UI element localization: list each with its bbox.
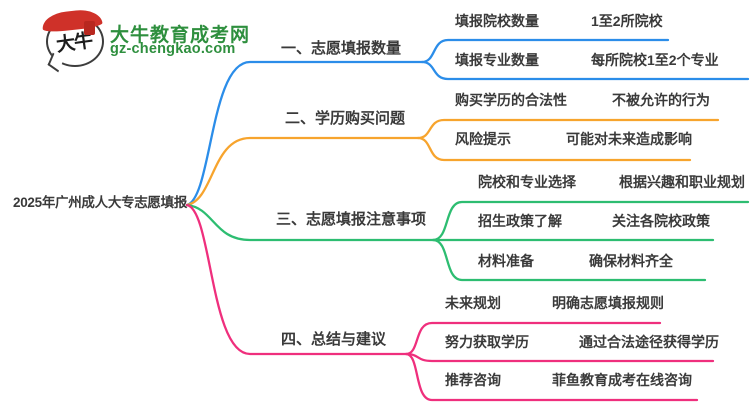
branch-4-label: 四、总结与建议 xyxy=(281,331,387,348)
node-label: 院校和专业选择 xyxy=(478,174,576,190)
node-value: 菲鱼教育成考在线咨询 xyxy=(552,372,692,388)
branch-4-child-1-line xyxy=(404,321,662,356)
node-label: 未来规划 xyxy=(445,295,501,311)
branch-1-label: 一、志愿填报数量 xyxy=(281,40,402,57)
branch-3-child-1-line xyxy=(431,200,750,242)
node-label: 风险提示 xyxy=(455,131,511,147)
branch-4-child-2-line xyxy=(404,352,715,363)
node-value: 明确志愿填报规则 xyxy=(552,295,664,311)
node-label: 招生政策了解 xyxy=(478,213,562,229)
branch-1-child-1-line xyxy=(420,38,670,64)
node-value: 根据兴趣和职业规划 xyxy=(619,174,745,190)
branch-2-label: 二、学历购买问题 xyxy=(285,110,406,127)
branch-3-line xyxy=(185,203,435,242)
root-node: 2025年广州成人大专志愿填报 xyxy=(13,195,188,210)
branch-1-line xyxy=(185,60,424,207)
branch-4-child-3-line xyxy=(404,352,699,402)
node-value: 确保材料齐全 xyxy=(589,253,673,269)
branch-3-child-3-line xyxy=(431,238,707,282)
node-value: 可能对未来造成影响 xyxy=(566,131,692,147)
node-value: 不被允许的行为 xyxy=(612,92,710,108)
node-label: 填报专业数量 xyxy=(455,52,539,68)
node-value: 1至2所院校 xyxy=(591,13,663,29)
branch-2-child-1-line xyxy=(416,118,720,140)
node-value: 每所院校1至2个专业 xyxy=(591,52,719,68)
node-label: 推荐咨询 xyxy=(445,372,501,388)
node-label: 购买学历的合法性 xyxy=(455,92,567,108)
branch-3-label: 三、志愿填报注意事项 xyxy=(276,211,427,228)
node-label: 努力获取学历 xyxy=(445,334,529,350)
branch-4-line xyxy=(185,203,408,356)
branch-2-child-2-line xyxy=(416,136,692,162)
node-label: 填报院校数量 xyxy=(455,13,539,29)
site-name: 大牛教育成考网 xyxy=(110,25,251,46)
node-value: 关注各院校政策 xyxy=(612,213,710,229)
node-label: 材料准备 xyxy=(478,253,534,269)
branch-1-child-2-line xyxy=(420,60,750,81)
logo-seal-icon xyxy=(84,21,95,35)
site-domain: gz-chengkao.com xyxy=(110,41,236,57)
node-value: 通过合法途径获得学历 xyxy=(579,334,719,350)
branch-2-line xyxy=(185,136,420,207)
